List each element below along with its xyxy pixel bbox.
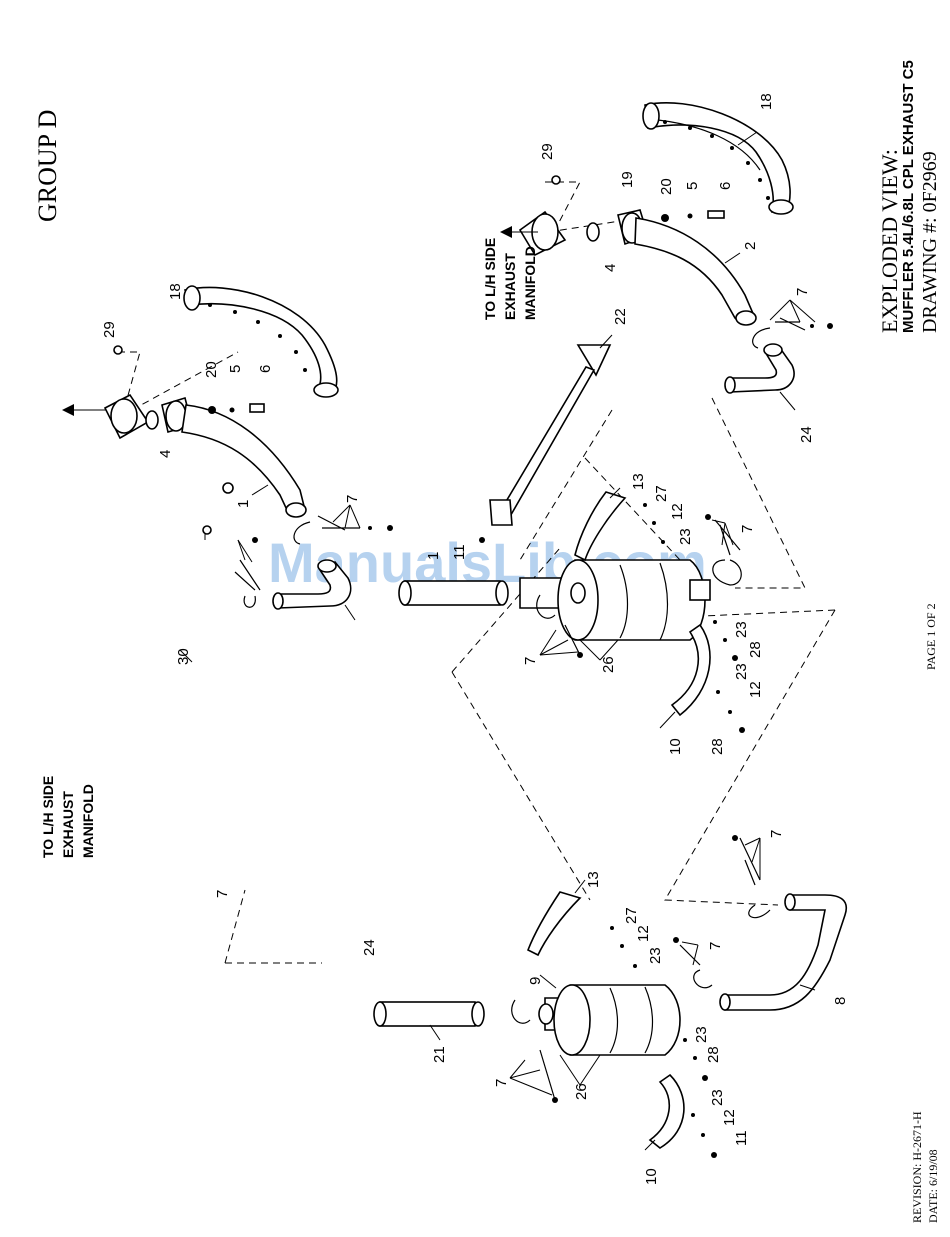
part-label: 19 <box>619 171 636 188</box>
part-label: 9 <box>527 977 544 985</box>
clamps-7-lower <box>511 835 771 1103</box>
part-label: 1 <box>425 552 442 560</box>
part-label: 18 <box>758 93 775 110</box>
strap-10-lower <box>648 1073 685 1149</box>
part-label: 7 <box>794 288 811 296</box>
part-label: 2 <box>742 242 759 250</box>
strap-13-upper <box>574 491 627 562</box>
part-label: 21 <box>431 1046 448 1063</box>
part-label: 4 <box>602 264 619 272</box>
part-label: 22 <box>612 308 629 325</box>
svg-text:TO L/H SIDE: TO L/H SIDE <box>40 776 56 858</box>
part-label: 20 <box>658 178 675 195</box>
hardware-bolts-upper <box>643 503 745 733</box>
part-label: 27 <box>623 907 640 924</box>
svg-text:MANIFOLD: MANIFOLD <box>80 784 96 858</box>
part-label: 28 <box>747 641 764 658</box>
part-label: 7 <box>768 830 785 838</box>
part-label: 23 <box>693 1026 710 1043</box>
part-label: 23 <box>647 947 664 964</box>
part-label: 28 <box>709 738 726 755</box>
part-label: 7 <box>493 1079 510 1087</box>
part-label: 26 <box>600 656 617 673</box>
part-label: 18 <box>167 283 184 300</box>
part-label: 6 <box>717 182 734 190</box>
tailpipe-8 <box>719 893 847 1011</box>
part-label: 7 <box>739 525 756 533</box>
svg-text:MANIFOLD: MANIFOLD <box>522 246 538 320</box>
part-label: 29 <box>101 321 118 338</box>
hardware-bolts-lower <box>610 926 717 1158</box>
exhaust-pipe-1 <box>103 393 307 535</box>
part-label: 10 <box>643 1168 660 1185</box>
part-label: 13 <box>585 871 602 888</box>
heat-shield-left <box>183 285 339 398</box>
manifold-arrows <box>62 226 538 416</box>
part-label: 8 <box>832 997 849 1005</box>
title-line-1: EXPLODED VIEW: <box>877 149 902 333</box>
part-label: 26 <box>573 1083 590 1100</box>
group-label: GROUP D <box>33 110 62 222</box>
mounting-bracket-22 <box>479 344 612 543</box>
part-label: 23 <box>677 528 694 545</box>
hardware-left <box>113 345 265 414</box>
heat-shield-upper-right <box>642 101 794 215</box>
part-label: 7 <box>707 942 724 950</box>
manifold-callout-top: TO L/H SIDE EXHAUST MANIFOLD <box>482 238 538 320</box>
part-number-labels: 18 29 19 20 5 6 4 2 7 24 22 13 27 12 23 … <box>101 93 849 1185</box>
part-label: 23 <box>709 1089 726 1106</box>
part-label: 10 <box>667 738 684 755</box>
exhaust-pipe-2 <box>518 209 757 326</box>
part-label: 4 <box>157 450 174 458</box>
part-label: 7 <box>522 657 539 665</box>
part-label: 7 <box>344 495 361 503</box>
muffler-lower <box>373 984 681 1056</box>
strap-13-lower <box>526 891 582 957</box>
drawing-number: DRAWING #: 0F2969 <box>919 151 941 333</box>
part-label: 12 <box>669 503 686 520</box>
part-label: 13 <box>630 473 647 490</box>
part-label: 23 <box>733 621 750 638</box>
part-label: 11 <box>451 544 468 560</box>
clamps-7-upper <box>536 514 742 658</box>
title-line-2: MUFFLER 5.4L/6.8L CPL EXHAUST C5 <box>900 60 917 333</box>
part-label: 20 <box>203 361 220 378</box>
part-label: 5 <box>227 365 244 373</box>
clamp-and-elbow-left <box>234 515 393 610</box>
leader-lines <box>179 131 816 1151</box>
manifold-callout-left: TO L/H SIDE EXHAUST MANIFOLD <box>40 776 96 858</box>
date: DATE: 6/19/08 <box>926 1149 940 1223</box>
part-label: 24 <box>361 939 378 956</box>
strap-10-upper <box>670 623 711 717</box>
part-label: 28 <box>705 1046 722 1063</box>
clamp-and-elbow-top-right <box>724 317 833 394</box>
part-label: 6 <box>257 365 274 373</box>
part-label: 12 <box>635 925 652 942</box>
part-label: 27 <box>653 485 670 502</box>
part-label: 24 <box>798 426 815 443</box>
svg-text:TO L/H SIDE: TO L/H SIDE <box>482 238 498 320</box>
part-label: 12 <box>747 681 764 698</box>
part-label: 29 <box>539 143 556 160</box>
svg-text:EXHAUST: EXHAUST <box>502 253 518 320</box>
part-label: 12 <box>721 1109 738 1126</box>
part-label: 30 <box>175 648 192 665</box>
part-label: 1 <box>235 500 252 508</box>
part-label: 7 <box>214 890 231 898</box>
part-label: 11 <box>733 1130 750 1146</box>
page-number: PAGE 1 OF 2 <box>924 603 938 670</box>
part-label: 5 <box>684 182 701 190</box>
revision: REVISION: H-2671-H <box>910 1111 924 1223</box>
part-label: 23 <box>733 663 750 680</box>
hardware-top-right <box>551 175 725 222</box>
muffler-upper <box>398 559 711 641</box>
svg-text:EXHAUST: EXHAUST <box>60 791 76 858</box>
